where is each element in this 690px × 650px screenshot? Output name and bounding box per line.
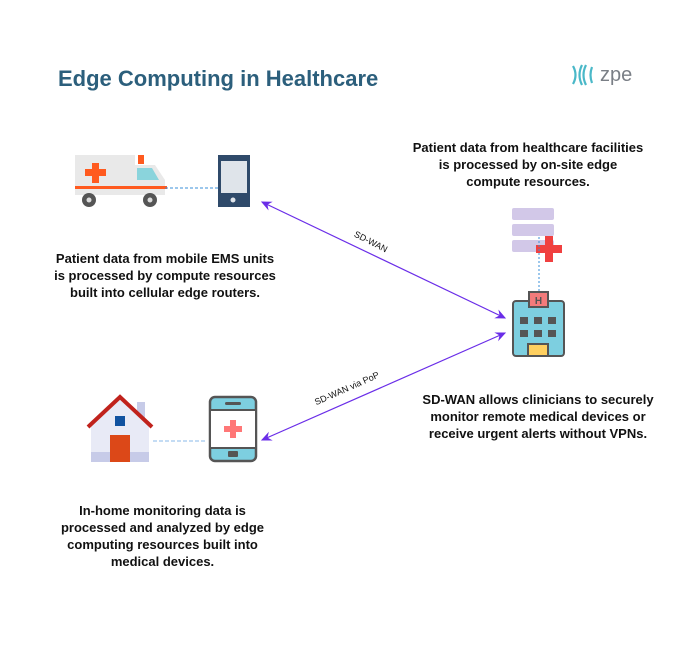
sdwan-pop-arrow (260, 332, 507, 441)
facility-caption: Patient data from healthcare facilities … (412, 140, 644, 189)
zpe-logo-icon (572, 64, 594, 86)
svg-text:H: H (535, 296, 542, 307)
house-icon (86, 394, 154, 462)
page-title: Edge Computing in Healthcare (58, 66, 379, 91)
tablet-icon (208, 395, 258, 463)
router-icon (218, 155, 250, 207)
server-icon (512, 208, 562, 262)
home-caption: In-home monitoring data is processed and… (60, 503, 265, 569)
sdwan-arrow (260, 201, 507, 319)
hospital-icon: H (512, 291, 565, 357)
zpe-logo: zpe (570, 63, 632, 87)
logo-text: zpe (600, 63, 633, 86)
ambulance-icon (75, 155, 167, 207)
ems-caption: Patient data from mobile EMS units is pr… (54, 251, 276, 300)
sdwan-caption: SD-WAN allows clinicians to securely mon… (422, 392, 654, 441)
